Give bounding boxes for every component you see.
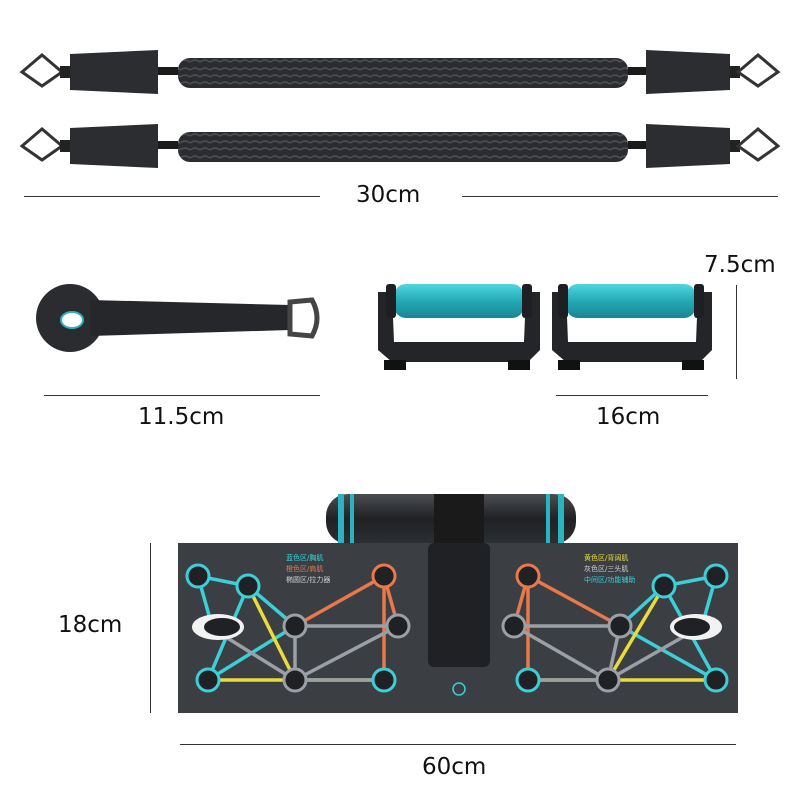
pushup-board [178, 543, 738, 713]
pushup-handle-right [552, 284, 712, 370]
board-length-label: 60cm [422, 754, 487, 780]
board-legend-left: 蓝色区/胸肌 橙色区/肩肌 椭圆区/拉力器 [286, 553, 330, 586]
handle-height-dimension-line [736, 285, 737, 379]
resistance-band-top [19, 50, 781, 94]
handle-width-label: 16cm [596, 404, 661, 430]
oval-slot-right [670, 614, 722, 640]
board-logo-icon [452, 682, 466, 696]
board-height-label: 18cm [58, 612, 123, 638]
strap-length-label: 11.5cm [138, 404, 225, 430]
legend-middle-zone: 中间区/功能辅助 [584, 576, 636, 584]
bands-length-label: 30cm [356, 182, 421, 208]
legend-oval-zone: 椭圆区/拉力器 [286, 576, 331, 584]
handle-height-label: 7.5cm [704, 252, 776, 278]
bands-dimension-line-left [24, 196, 320, 197]
oval-slot-left [192, 614, 244, 640]
pushup-handle-left [378, 284, 540, 370]
legend-blue-zone: 蓝色区/胸肌 [286, 554, 324, 562]
resistance-band-bottom [19, 124, 781, 168]
legend-gray-zone: 灰色区/三头肌 [584, 565, 629, 573]
board-height-dimension-line [150, 543, 151, 713]
legend-yellow-zone: 黄色区/背阔肌 [584, 554, 629, 562]
bands-dimension-line-right [462, 196, 778, 197]
board-length-dimension-line [180, 744, 736, 745]
handle-width-dimension-line [556, 395, 708, 396]
door-anchor-strap [36, 284, 320, 352]
board-legend-right: 黄色区/背阔肌 灰色区/三头肌 中间区/功能辅助 [584, 553, 635, 586]
legend-orange-zone: 橙色区/肩肌 [286, 565, 324, 573]
strap-dimension-line [44, 395, 320, 396]
